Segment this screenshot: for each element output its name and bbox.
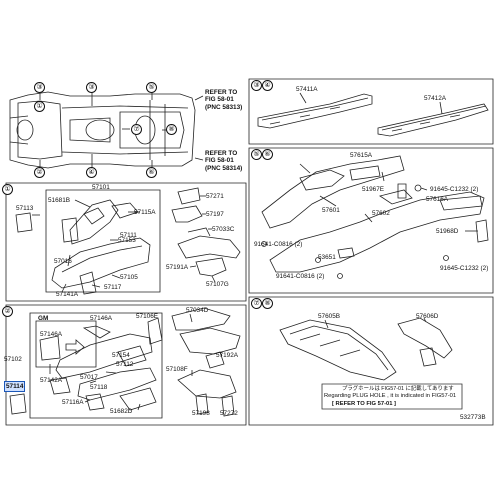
part-57271: 57271	[206, 193, 224, 200]
marker-3-top: ③	[34, 82, 45, 93]
part-91645-c1232-bottom: 91645-C1232 (2)	[440, 265, 489, 272]
part-57602: 57602	[372, 210, 390, 217]
part-57191a: 57191A	[166, 264, 189, 271]
part-51968d: 51968D	[436, 228, 459, 235]
part-57141a: 57141A	[56, 291, 79, 298]
part-57192a: 57192A	[216, 352, 239, 359]
plug-hole-note-en: Regarding PLUG HOLE , it is indicated in…	[324, 393, 457, 399]
part-57605b: 57605B	[318, 313, 341, 320]
part-57142a: 57142A	[40, 377, 63, 384]
panel-frame-1	[6, 183, 246, 301]
marker-6-bot: ⑥	[146, 167, 157, 178]
part-51682d: 51682D	[110, 408, 133, 415]
marker-2-bot: ②	[34, 167, 45, 178]
part-57016: 57016	[54, 258, 72, 265]
part-57105: 57105	[120, 274, 138, 281]
part-57197: 57197	[206, 211, 224, 218]
part-57113: 57113	[16, 205, 34, 212]
panel34-marker-4: ④	[262, 80, 273, 91]
part-57411a: 57411A	[296, 86, 318, 93]
panel34-parts	[258, 93, 488, 136]
refer-top-line3: (PNC 58313)	[205, 104, 243, 111]
part-57118: 57118	[90, 384, 108, 391]
part-57616a: 57616A	[426, 196, 449, 203]
chassis-overview	[10, 92, 203, 168]
refer-bot-line2: FIG 58-01	[205, 157, 234, 164]
marker-3-top2: ③	[86, 82, 97, 93]
part-57198: 57198	[192, 410, 210, 417]
panel-frame-2	[6, 305, 246, 425]
panel2-marker: ②	[2, 306, 13, 317]
panel78-marker-8: ⑧	[262, 298, 273, 309]
panel-frame-78	[249, 297, 493, 425]
refer-bot-line3: (PNC 58314)	[205, 165, 243, 172]
part-91641-c0816-bottom: 91641-C0816 (2)	[276, 273, 325, 280]
part-57606d: 57606D	[416, 313, 439, 320]
panel78-parts	[280, 318, 462, 409]
marker-1-side: ①	[34, 101, 45, 112]
marker-8: ⑧	[166, 124, 177, 135]
gm-note: GM	[38, 315, 49, 322]
panel56-parts	[262, 156, 489, 279]
part-57146a: 57146A	[90, 315, 113, 322]
panel2-parts	[10, 308, 240, 416]
plug-hole-note-jp: プラグホールは FIG57-01 に記載してあります	[342, 386, 454, 392]
panel1-marker: ①	[2, 184, 13, 195]
part-57272: 57272	[220, 410, 238, 417]
part-91645-c1232-top: 91645-C1232 (2)	[430, 186, 479, 193]
part-57146a-inner: 57146A	[40, 331, 63, 338]
refer-top-line2: FIG 58-01	[205, 96, 234, 103]
marker-4-bot: ④	[86, 167, 97, 178]
marker-7: ⑦	[131, 124, 142, 135]
figure-code: 532773B	[460, 414, 486, 421]
panel-frame-34	[249, 79, 493, 144]
part-57112: 57112	[116, 361, 134, 368]
part-57111: 57111	[120, 232, 137, 239]
part-57412a: 57412A	[424, 95, 447, 102]
part-53651: 53651	[318, 254, 336, 261]
refer-top-line1: REFER TO	[205, 89, 238, 96]
part-57117: 57117	[104, 284, 122, 291]
part-57106e: 57106E	[136, 313, 159, 320]
panel56-marker-6: ⑥	[262, 149, 273, 160]
plug-hole-refer: [ REFER TO FIG 57-01 ]	[332, 401, 396, 407]
part-57601: 57601	[322, 207, 340, 214]
part-57154: 57154	[112, 352, 130, 359]
part-57107g: 57107G	[206, 281, 229, 288]
part-57615a: 57615A	[350, 152, 373, 159]
part-57116a: 57116A	[62, 399, 84, 406]
part-51681b: 51681B	[48, 197, 71, 204]
panel78-marker-7: ⑦	[251, 298, 262, 309]
part-57101: 57101	[92, 184, 110, 191]
part-57108f: 57108F	[166, 366, 188, 373]
panel34-marker-3: ③	[251, 80, 262, 91]
part-91641-c0816-left: 91641-C0816 (2)	[254, 241, 303, 248]
part-51967e: 51967E	[362, 186, 385, 193]
part-57033c: 57033C	[212, 226, 235, 233]
panel-frame-56	[249, 148, 493, 293]
refer-bot-line1: REFER TO	[205, 150, 238, 157]
part-57102: 57102	[4, 356, 22, 363]
part-57114-highlighted[interactable]: 57114	[4, 381, 26, 392]
panel56-marker-5: ⑤	[251, 149, 262, 160]
marker-5-top: ⑤	[146, 82, 157, 93]
part-57017: 57017	[80, 374, 98, 381]
panel1-parts	[16, 188, 240, 294]
part-57153: 57153	[118, 237, 136, 244]
part-57034d: 57034D	[186, 307, 209, 314]
part-57115a: 57115A	[134, 209, 156, 216]
